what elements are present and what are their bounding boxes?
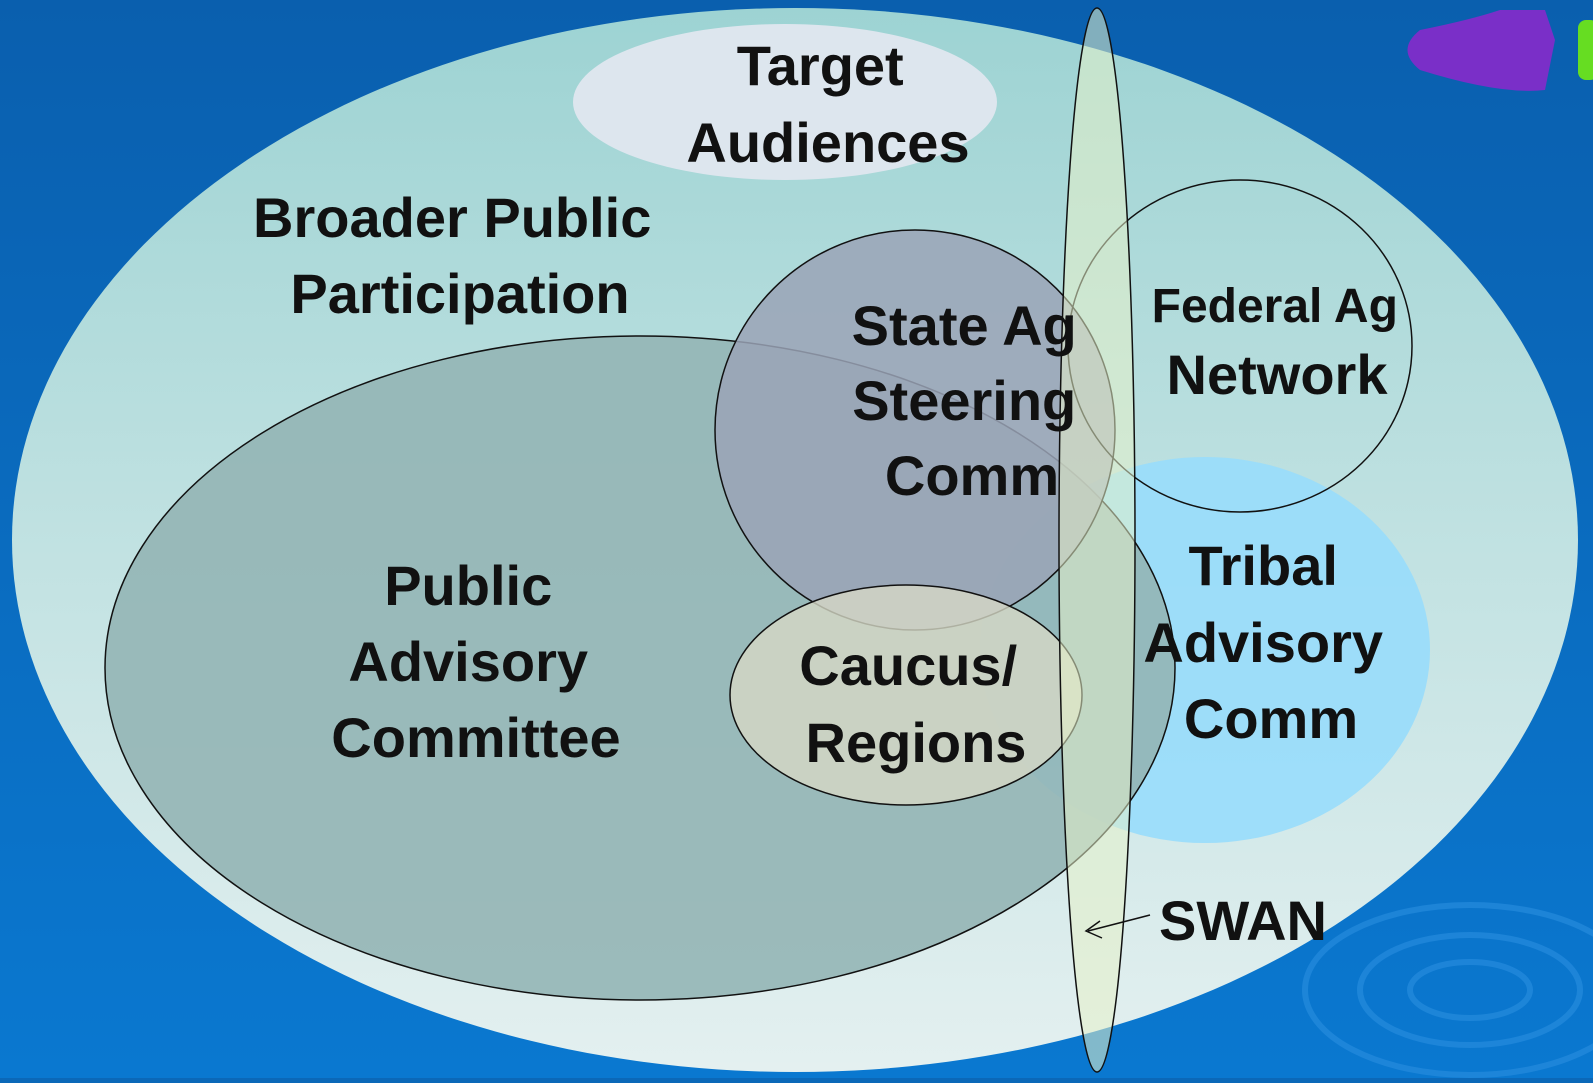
tribal-advisory-label: Tribal Advisory Comm (1143, 534, 1398, 750)
target-audiences-ellipse (573, 24, 997, 180)
swan-label: SWAN (1159, 889, 1327, 952)
corner-logo-accent (1578, 20, 1593, 80)
water-ripple-decoration (1302, 902, 1593, 1078)
federal-ag-label: Federal Ag Network (1152, 280, 1403, 406)
swan-arrow (1084, 914, 1151, 939)
public-advisory-label: Public Advisory Committee (331, 554, 620, 769)
caucus-label: Caucus/ Regions (799, 634, 1032, 774)
swan-ellipse (1058, 7, 1136, 1073)
state-ag-label: State Ag Steering Comm (852, 294, 1093, 507)
broader-public-label: Broader Public Participation (253, 186, 667, 325)
corner-logo-shape (1407, 10, 1555, 91)
target-audiences-label: Target Audiences (686, 34, 969, 174)
